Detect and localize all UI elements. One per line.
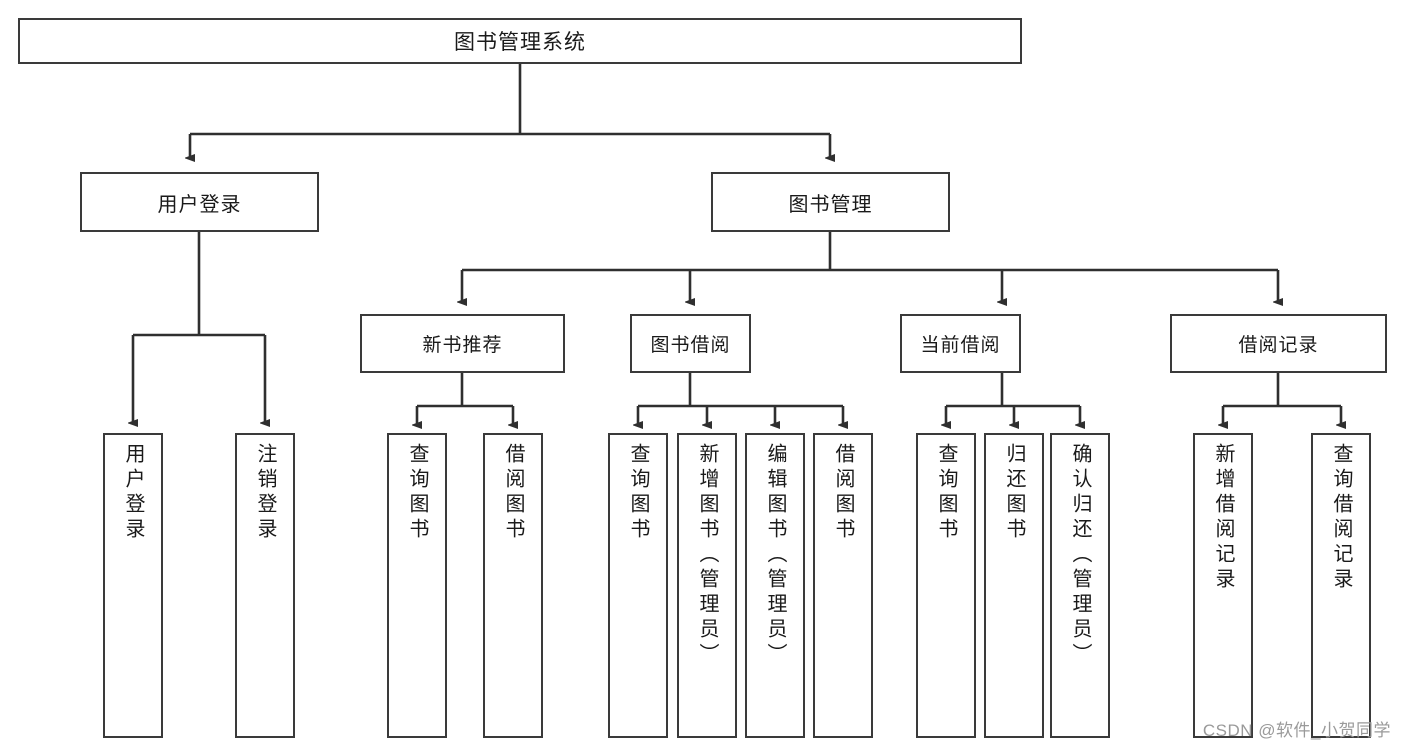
leaf-borrow-record-1-label: 新增借阅记录 (1212, 443, 1234, 593)
leaf-book-borrow-4-label: 借阅图书 (832, 443, 854, 543)
leaf-current-borrow-1-label: 查询图书 (935, 443, 957, 543)
leaf-user-login-1[interactable]: 用户登录 (103, 433, 163, 738)
node-book-borrow-label: 图书借阅 (650, 335, 731, 356)
node-root[interactable]: 图书管理系统 (18, 18, 1022, 64)
node-new-book-recommend[interactable]: 新书推荐 (360, 314, 565, 373)
leaf-borrow-record-2[interactable]: 查询借阅记录 (1311, 433, 1371, 738)
leaf-current-borrow-2[interactable]: 归还图书 (984, 433, 1044, 738)
watermark: CSDN @软件_小贺同学 (1202, 721, 1391, 740)
leaf-book-borrow-2-label: 新增图书（管理员） (696, 443, 718, 668)
node-book-borrow[interactable]: 图书借阅 (630, 314, 751, 373)
leaf-new-book-2[interactable]: 借阅图书 (483, 433, 543, 738)
leaf-new-book-2-label: 借阅图书 (502, 443, 524, 543)
node-borrow-record-label: 借阅记录 (1238, 335, 1319, 356)
leaf-book-borrow-2[interactable]: 新增图书（管理员） (677, 433, 737, 738)
leaf-book-borrow-1[interactable]: 查询图书 (608, 433, 668, 738)
node-user-login[interactable]: 用户登录 (80, 172, 319, 232)
node-root-label: 图书管理系统 (454, 31, 586, 54)
node-borrow-record[interactable]: 借阅记录 (1170, 314, 1387, 373)
leaf-current-borrow-3-label: 确认归还（管理员） (1069, 443, 1091, 668)
node-user-login-label: 用户登录 (157, 193, 242, 216)
leaf-current-borrow-2-label: 归还图书 (1003, 443, 1025, 543)
leaf-user-login-2-label: 注销登录 (254, 443, 276, 543)
leaf-borrow-record-2-label: 查询借阅记录 (1330, 443, 1352, 593)
leaf-book-borrow-4[interactable]: 借阅图书 (813, 433, 873, 738)
node-new-book-recommend-label: 新书推荐 (422, 335, 503, 356)
leaf-new-book-1-label: 查询图书 (406, 443, 428, 543)
leaf-book-borrow-1-label: 查询图书 (627, 443, 649, 543)
leaf-current-borrow-3[interactable]: 确认归还（管理员） (1050, 433, 1110, 738)
node-current-borrow-label: 当前借阅 (920, 335, 1001, 356)
leaf-borrow-record-1[interactable]: 新增借阅记录 (1193, 433, 1253, 738)
leaf-current-borrow-1[interactable]: 查询图书 (916, 433, 976, 738)
leaf-user-login-1-label: 用户登录 (122, 443, 144, 543)
node-book-manage-label: 图书管理 (788, 193, 873, 216)
leaf-book-borrow-3[interactable]: 编辑图书（管理员） (745, 433, 805, 738)
leaf-new-book-1[interactable]: 查询图书 (387, 433, 447, 738)
node-current-borrow[interactable]: 当前借阅 (900, 314, 1021, 373)
leaf-user-login-2[interactable]: 注销登录 (235, 433, 295, 738)
node-book-manage[interactable]: 图书管理 (711, 172, 950, 232)
leaf-book-borrow-3-label: 编辑图书（管理员） (764, 443, 786, 668)
